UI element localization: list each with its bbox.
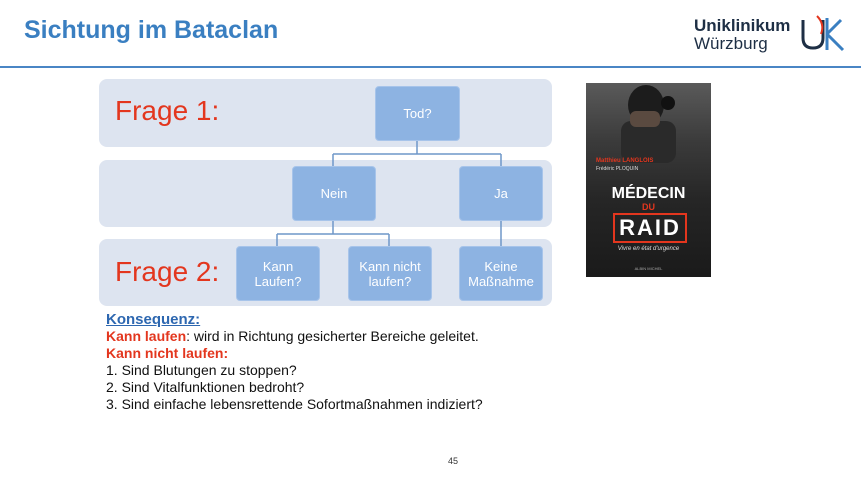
- book-subtitle: Vivre en état d'urgence: [617, 246, 680, 252]
- konsequenz-heading: Konsequenz:: [106, 311, 201, 328]
- police-officer-illustration: [621, 85, 676, 163]
- book-title-line1: MÉDECIN: [611, 185, 686, 202]
- node-tod: Tod?: [375, 86, 460, 141]
- logo-line2: Würzburg: [694, 34, 768, 53]
- book-publisher: ALBIN MICHEL: [634, 266, 663, 271]
- node-kann-nicht-laufen: Kann nicht laufen?: [348, 246, 432, 301]
- logo-line1: Uniklinikum: [694, 16, 791, 35]
- kann-laufen-label: Kann laufen: [106, 328, 187, 344]
- frage-1-label: Frage 1:: [115, 95, 220, 126]
- kann-laufen-text: : wird in Richtung gesicherter Bereiche …: [186, 328, 479, 344]
- logo: Uniklinikum Würzburg: [694, 17, 790, 53]
- list-item: 1. Sind Blutungen zu stoppen?: [106, 362, 297, 378]
- node-keine-massnahme: Keine Maßnahme: [459, 246, 543, 301]
- node-kann-laufen: Kann Laufen?: [236, 246, 320, 301]
- frage-2-label: Frage 2:: [115, 256, 220, 287]
- node-ja: Ja: [459, 166, 543, 221]
- book-cover-image: Matthieu LANGLOIS Frédéric PLOQUIN MÉDEC…: [586, 83, 711, 277]
- book-collaborator: Frédéric PLOQUIN: [596, 166, 639, 172]
- band-row-1: [99, 79, 552, 147]
- book-author: Matthieu LANGLOIS: [596, 158, 654, 164]
- kann-nicht-laufen-label: Kann nicht laufen:: [106, 345, 229, 361]
- header-divider: [0, 66, 861, 68]
- ukw-logo-icon: [801, 15, 845, 52]
- kann-laufen-line: Kann laufen: wird in Richtung gesicherte…: [106, 328, 566, 345]
- slide-title: Sichtung im Bataclan: [24, 16, 279, 44]
- book-title-line3: RAID: [613, 213, 687, 243]
- konsequenz-block: Konsequenz: Kann laufen: wird in Richtun…: [106, 311, 566, 413]
- book-title-line2: DU: [642, 202, 655, 212]
- node-nein: Nein: [292, 166, 376, 221]
- list-item: 3. Sind einfache lebensrettende Sofortma…: [106, 396, 483, 412]
- page-number: 45: [448, 456, 459, 466]
- list-item: 2. Sind Vitalfunktionen bedroht?: [106, 379, 305, 395]
